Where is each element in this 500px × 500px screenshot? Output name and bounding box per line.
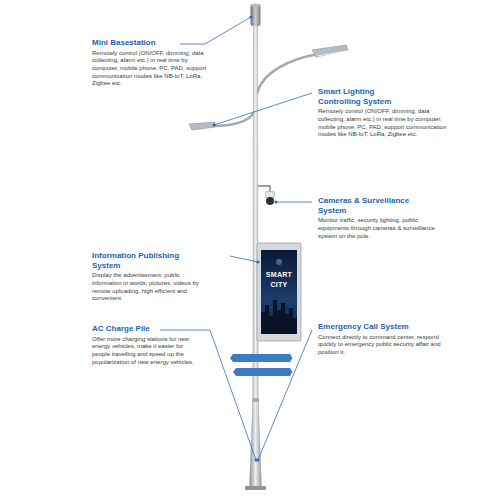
callout-block: Cameras & Surveillance SystemMonitor tra… [316,195,441,244]
callout-heading: AC Charge Pile [92,324,198,334]
camera-body [266,192,275,198]
pole-joint [252,398,259,402]
camera-bracket [258,186,270,192]
lamp-light [317,51,346,56]
callout-text: Offer more charging stations for new ene… [92,336,198,367]
basestation-top [251,3,261,6]
callout-heading: Cameras & Surveillance System [318,196,418,215]
pole-base [245,486,266,490]
callout-heading: Emergency Call System [318,322,442,332]
screen-frame [257,243,301,341]
basestation-cap [251,4,261,26]
callout-block: AC Charge PileOffer more charging statio… [90,323,200,370]
leader-lines [160,17,312,460]
callout-heading: Smart Lighting Controlling System [318,87,418,106]
screen [261,250,297,334]
leader-line [230,256,258,262]
leader-dots [212,15,277,461]
camera-dome [266,197,274,205]
leader-dot [249,15,252,18]
leader-dot [256,260,259,263]
street-lamp [312,45,348,57]
callout-text: Remotely control (ON/OFF, dimming, data … [318,108,449,139]
lamp-arm [257,54,318,94]
leader-line [258,330,312,460]
screen-text: CITY [261,281,297,288]
callout-text: Remotely control (ON/OFF, dimming, data … [92,50,210,88]
leader-dot [212,123,215,126]
leader-line [276,202,312,203]
callout-heading: Information Publishing System [92,251,206,270]
callout-text: Display the advertisement, public inform… [92,272,206,303]
leader-dot [274,200,277,203]
callout-block: Information Publishing SystemDisplay the… [90,250,208,306]
leader-line [214,93,312,125]
screen-glow [276,259,282,265]
screen-text: SMART [261,271,297,278]
callout-block: Emergency Call SystemConnect directly to… [316,321,444,360]
callout-text: Monitor traffic, security lighting, publ… [318,217,439,240]
callout-block: Mini BasestationRemotely control (ON/OFF… [90,37,212,91]
city-skyline [261,300,297,334]
callout-block: Smart Lighting Controlling SystemRemotel… [316,86,451,142]
street-sign [233,368,293,376]
street-sign [230,354,293,362]
callout-text: Connect directly to command center, resp… [318,334,442,357]
leader-line [180,17,251,44]
street-lamp [189,122,215,130]
leader-dot [256,458,259,461]
callout-heading: Mini Basestation [92,38,210,48]
leader-line [160,330,256,460]
